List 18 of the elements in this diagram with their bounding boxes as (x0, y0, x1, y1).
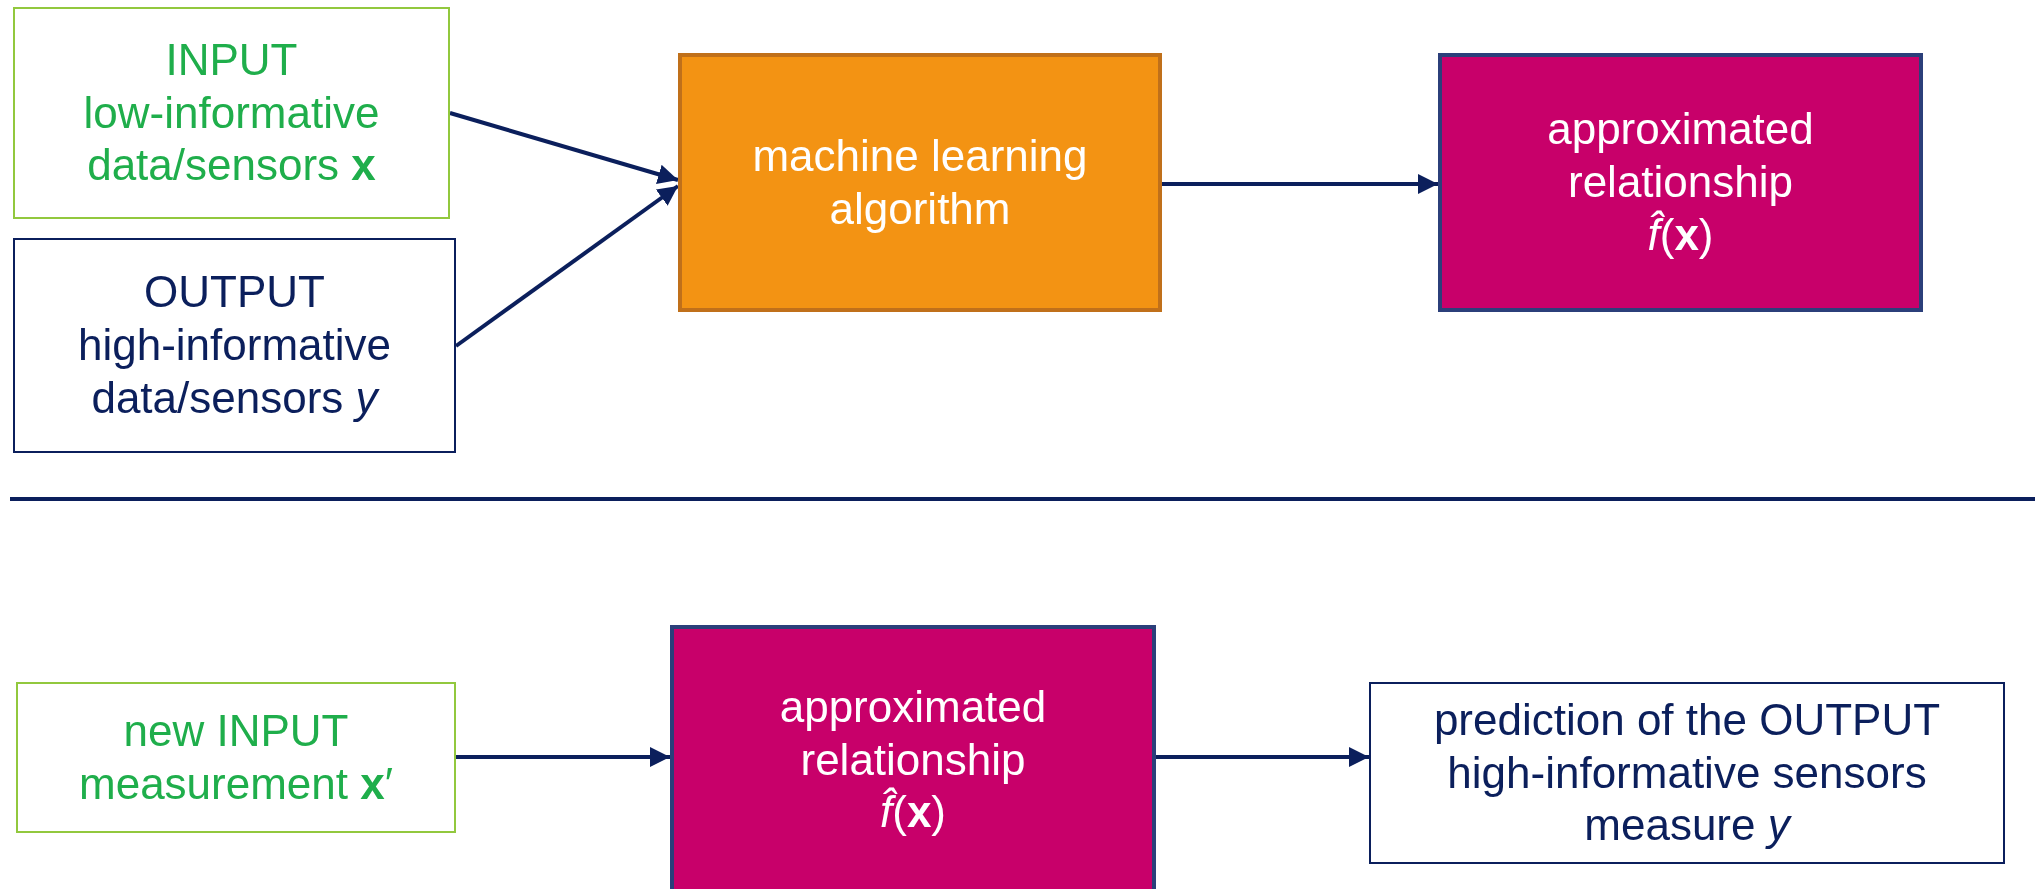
formula-text: f̂(x) (880, 786, 946, 839)
input-box (16, 682, 456, 833)
arrow (1162, 174, 1438, 194)
process-box (678, 53, 1162, 312)
output-box (13, 238, 456, 453)
input-box (13, 7, 450, 219)
box-text: prediction of the OUTPUT high-informative sensors measure y (1432, 693, 1942, 852)
box-text: machine learning algorithm (751, 129, 1089, 235)
formula-text: f̂(x) (1647, 208, 1714, 261)
model-box (670, 625, 1156, 889)
output-box (1369, 682, 2005, 864)
box-text: OUTPUT high-informative data/sensors y (77, 266, 392, 424)
box-text: INPUT low-informative data/sensors x (82, 33, 381, 192)
arrow (1156, 747, 1369, 767)
box-text: new INPUT measurement x′ (78, 704, 394, 810)
arrow (456, 747, 670, 767)
arrow (449, 111, 679, 184)
model-box (1438, 53, 1923, 312)
